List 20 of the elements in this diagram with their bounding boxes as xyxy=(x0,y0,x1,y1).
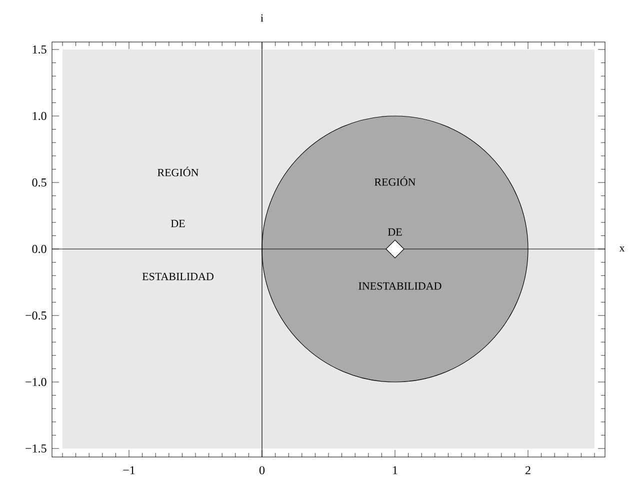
tick-label: 1.5 xyxy=(32,45,46,54)
tick-label: 1.0 xyxy=(32,112,46,120)
tick-label: −1 xyxy=(123,466,135,474)
region-label: REGIÓN xyxy=(158,166,199,176)
tick-label: −0.5 xyxy=(26,311,46,320)
region-label: INESTABILIDAD xyxy=(358,282,442,290)
tick-label: 2 xyxy=(526,466,530,474)
region-label: DE xyxy=(388,228,402,236)
tick-label: 0 xyxy=(259,466,265,474)
tick-label: −1.5 xyxy=(26,444,46,453)
tick-label: −1.0 xyxy=(26,378,46,386)
region-circle xyxy=(262,116,528,382)
tick-label: 0.5 xyxy=(32,178,46,187)
tick-label: 1 xyxy=(393,466,398,474)
axis-label: x xyxy=(619,246,625,252)
region-label: DE xyxy=(170,220,185,228)
tick-label: 0.0 xyxy=(32,244,46,254)
axis-label: i xyxy=(260,14,264,22)
region-label: ESTABILIDAD xyxy=(142,272,214,280)
region-label: REGIÓN xyxy=(374,176,416,186)
